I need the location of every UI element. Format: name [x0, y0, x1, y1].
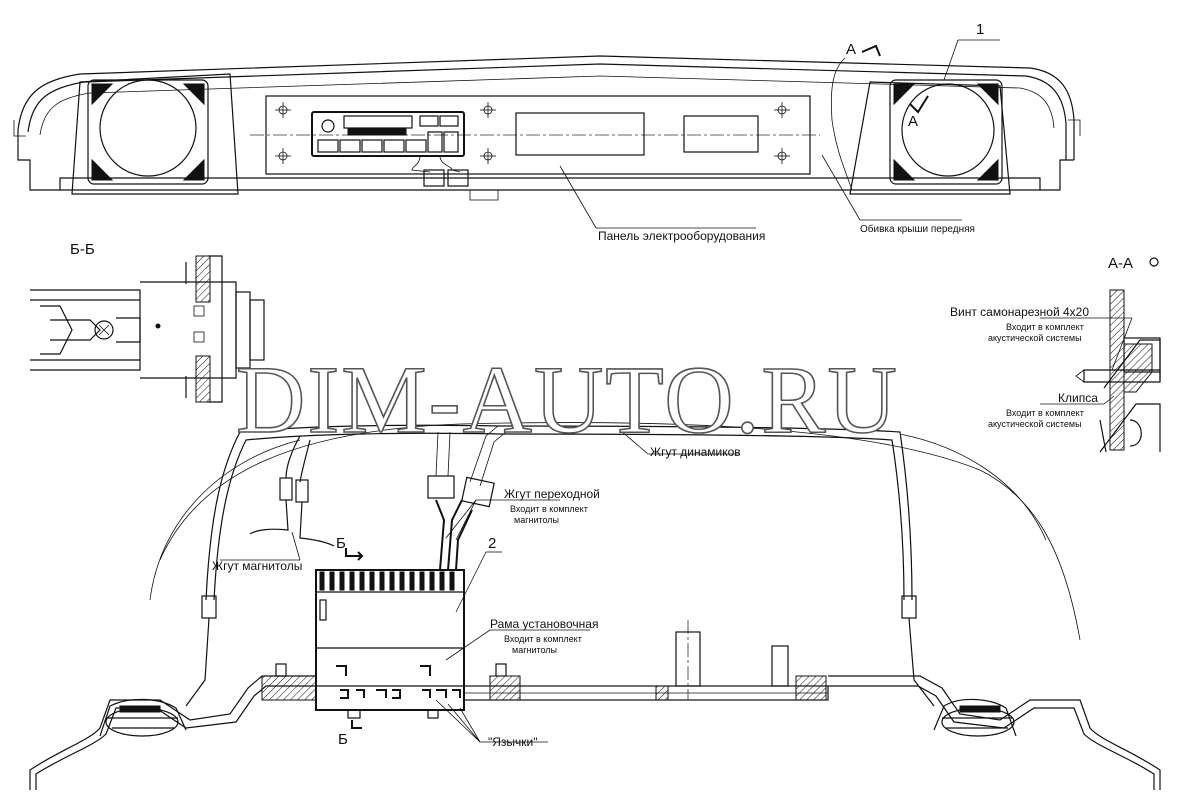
frame-note-2: магнитолы: [512, 645, 557, 655]
dashboard-view: [29, 422, 1161, 790]
callout-1: 1: [976, 21, 984, 38]
clip-note-2: акустической системы: [988, 419, 1082, 429]
section-b-cut-marks: [345, 548, 364, 729]
adapter-harness: [427, 425, 507, 571]
screw-label: Винт самонарезной 4х20: [950, 305, 1089, 319]
radio-harness: [249, 435, 335, 547]
electrical-panel: [250, 95, 820, 175]
section-bb-title: Б-Б: [70, 241, 95, 258]
screw-note-2: акустической системы: [988, 333, 1082, 343]
adapter-harness-label: Жгут переходной: [504, 487, 600, 501]
adapter-note-2: магнитолы: [514, 515, 559, 525]
right-speaker-grille: [849, 79, 1011, 195]
section-a-letter-2: А: [908, 113, 918, 130]
tabs-label: "Язычки": [488, 735, 538, 749]
radio-harness-label: Жгут магнитолы: [212, 559, 302, 573]
roof-console-view: [13, 39, 1081, 229]
left-speaker-grille: [71, 73, 239, 195]
screw-note-1: Входит в комплект: [1006, 322, 1084, 332]
clip-note-1: Входит в комплект: [1006, 408, 1084, 418]
roof-trim-label: Обивка крыши передняя: [860, 223, 975, 235]
lower-leaders: [220, 429, 740, 743]
top-leaders: [559, 39, 1000, 229]
right-floor-speaker: [933, 698, 1017, 737]
section-aa-view: [1040, 257, 1161, 453]
left-floor-speaker: [99, 698, 187, 737]
section-bb-view: [30, 255, 265, 403]
panel-label: Панель электрооборудования: [598, 229, 765, 243]
callout-2: 2: [488, 535, 496, 552]
radio-front-face: [311, 111, 469, 187]
speaker-harness-label: Жгут динамиков: [650, 445, 741, 459]
clip-label: Клипса: [1058, 391, 1098, 405]
section-a-cut-mark: [830, 44, 929, 191]
frame-note-1: Входит в комплект: [504, 634, 582, 644]
adapter-note-1: Входит в комплект: [510, 504, 588, 514]
radio-body: [315, 569, 465, 719]
section-b-letter: Б: [336, 535, 346, 552]
section-a-letter: А: [846, 41, 856, 58]
drawing-labels: 1 А А Панель электрооборудования Обивка …: [70, 21, 1133, 749]
speaker-harness: [185, 424, 935, 707]
site-watermark: DIM-AUTO.RU: [236, 346, 899, 453]
section-aa-title: А-А: [1108, 255, 1133, 272]
frame-label: Рама установочная: [490, 617, 598, 631]
section-b-letter-2: Б: [338, 731, 348, 748]
